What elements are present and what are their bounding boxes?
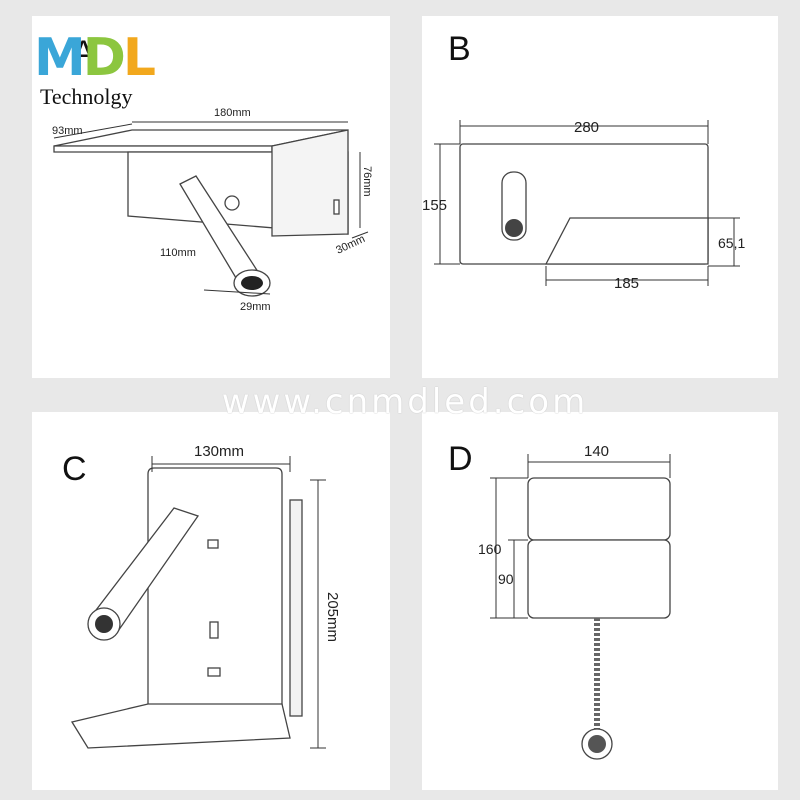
lens <box>588 735 606 753</box>
panel-label-d: D <box>448 440 473 478</box>
panel-a: 93mm 180mm 76mm 30mm 110mm 29mm A <box>32 16 390 378</box>
dim-shelf-width: 185 <box>614 275 639 292</box>
usb-port <box>209 621 219 639</box>
face-plate <box>147 467 283 739</box>
dim-height: 205mm <box>324 592 341 642</box>
usb-port-2 <box>207 667 221 677</box>
usb-port <box>333 199 340 215</box>
lamp-body <box>527 539 671 619</box>
diagram-c: 130mm 205mm <box>70 443 341 749</box>
shelf-side <box>544 217 709 265</box>
diagram-b: 280 155 65,1 185 <box>422 119 745 292</box>
lamp-lens <box>505 219 523 237</box>
lens <box>241 276 263 290</box>
switch <box>207 539 219 549</box>
diagram-a: 93mm 180mm 76mm 30mm 110mm 29mm <box>52 107 373 313</box>
dim-depth: 93mm <box>52 125 83 137</box>
shelf-front <box>53 145 273 153</box>
back-box <box>289 499 303 717</box>
watermark: www.cnmdled.com <box>221 382 589 422</box>
dim-body-height: 90 <box>498 571 514 587</box>
logo-subtitle: Technolgy <box>40 84 133 109</box>
dim-height: 76mm <box>361 166 373 197</box>
logo-letter-l: L <box>122 28 156 88</box>
lamp-top <box>527 477 671 541</box>
logo-letter-m: M <box>34 28 86 88</box>
dim-width: 280 <box>574 119 599 136</box>
dim-shelf-height: 65,1 <box>718 235 745 251</box>
diagram-d: 140 160 90 <box>478 443 671 760</box>
panel-b: B 280 155 65,1 185 <box>422 16 778 378</box>
dim-head: 29mm <box>240 301 271 313</box>
panel-c: C 130mm 205mm <box>32 412 390 790</box>
dim-width: 130mm <box>194 443 244 460</box>
panel-label-c: C <box>62 450 87 488</box>
dim-thickness: 30mm <box>334 233 367 257</box>
panel-label-b: B <box>448 30 471 68</box>
bottom-shelf <box>70 703 291 749</box>
dim-total-height: 160 <box>478 541 502 557</box>
dim-arm: 110mm <box>160 247 196 259</box>
company-logo: MDL Technolgy <box>34 28 164 109</box>
lens <box>95 615 113 633</box>
logo-letter-d: D <box>82 28 126 88</box>
body-side <box>271 129 349 237</box>
dim-height: 155 <box>422 197 447 214</box>
dim-width: 140 <box>584 443 609 460</box>
dim-width: 180mm <box>214 107 251 119</box>
arm-pivot <box>224 195 240 211</box>
panel-d: D 140 160 90 <box>422 412 778 790</box>
panel-label-a: A <box>72 34 95 72</box>
